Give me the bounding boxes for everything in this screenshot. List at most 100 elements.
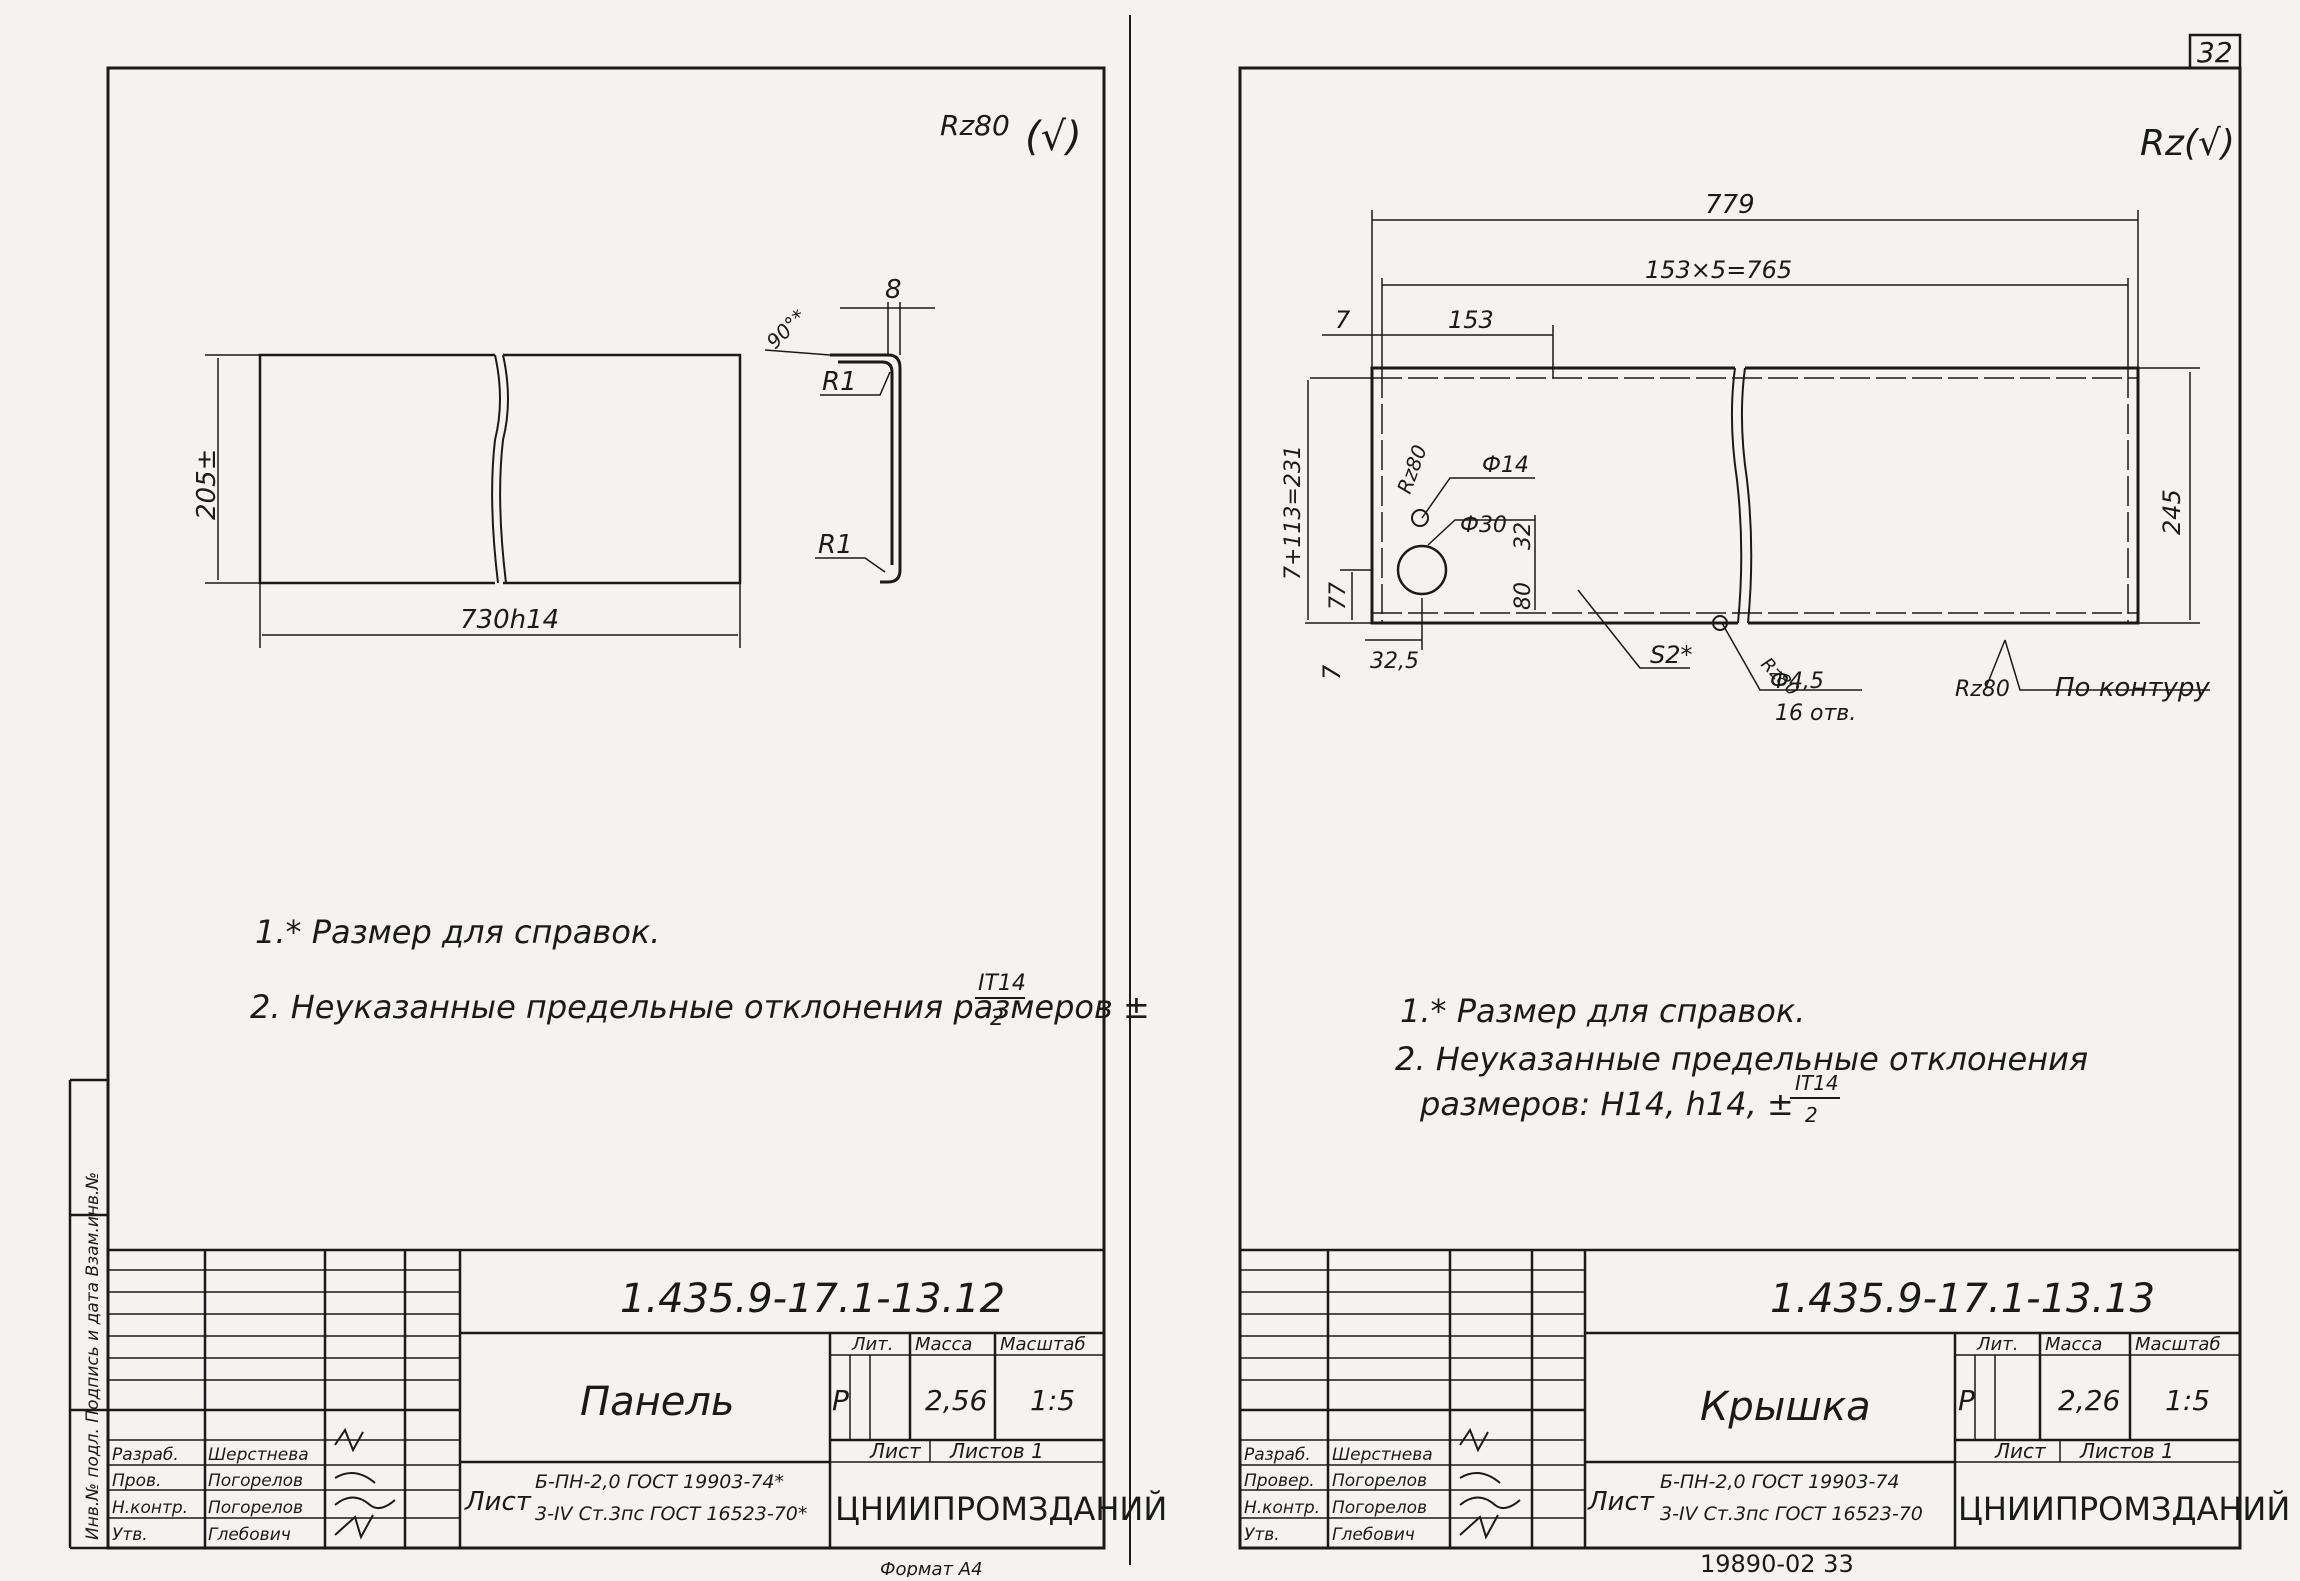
right-contour-note: По контуру (2055, 673, 2210, 703)
panel-view (205, 353, 742, 648)
page-number-box (2188, 33, 2242, 70)
right-holes-callout: Ф4,5 (1770, 669, 1824, 694)
left-dim-thickness: 8 (885, 275, 902, 305)
left-material-line-2: 3-IV Ст.3пс ГОСТ 16523-70* (535, 1503, 807, 1525)
right-note-2-line-2: размеров: H14, h14, ± (1419, 1085, 1794, 1123)
left-sig-name-4: Глебович (208, 1525, 291, 1545)
right-dim-height: 245 (2158, 489, 2186, 535)
page-number: 32 (2197, 36, 2233, 69)
right-signatures (1459, 1427, 1521, 1540)
left-sheet (68, 66, 1106, 1550)
right-sig-name-1: Шерстнева (1332, 1445, 1433, 1465)
right-dim-first: 153 (1448, 306, 1494, 334)
left-title-block (108, 1248, 1104, 1548)
right-dim-bottom-offset: 7 (1318, 664, 1346, 680)
left-side-stamp-text: Инв.№ подл. Подпись и дата Взам.инв.№ (83, 1172, 103, 1540)
right-note2-denominator: 2 (1805, 1103, 1818, 1127)
left-sig-role-4: Утв. (112, 1525, 148, 1545)
left-dim-width: 730h14 (460, 605, 559, 635)
right-note-1: 1.* Размер для справок. (1400, 992, 1805, 1030)
left-title: Панель (580, 1379, 735, 1425)
left-sig-name-3: Погорелов (208, 1498, 303, 1518)
right-document-code: 1.435.9-17.1-13.13 (1770, 1276, 2155, 1322)
left-angle: 90°* (762, 304, 811, 353)
left-bottom-text: Формат А4 (880, 1559, 983, 1577)
right-sig-name-2: Погорелов (1332, 1471, 1427, 1491)
left-roughness: Rz80 (940, 109, 1010, 142)
right-dim-hole-y: 77 (1326, 582, 1351, 610)
left-document-code: 1.435.9-17.1-13.12 (620, 1276, 1005, 1322)
right-material-line-2: 3-IV Ст.3пс ГОСТ 16523-70 (1660, 1503, 1923, 1525)
right-scale: 1:5 (2165, 1384, 2210, 1417)
right-organization: ЦНИИПРОМЗДАНИЙ (1958, 1490, 2290, 1528)
cover-view (1305, 210, 2210, 691)
left-sig-name-2: Погорелов (208, 1471, 303, 1491)
left-note2-denominator: 2 (990, 1006, 1004, 1031)
right-frame (1238, 66, 2242, 1550)
right-rz-hole: Rz80 (1392, 442, 1432, 497)
right-sheet-label: Лист (1994, 1439, 2047, 1463)
right-sheet (1238, 33, 2242, 1550)
left-mass: 2,56 (925, 1384, 987, 1417)
right-lit-header: Лит. (1976, 1334, 2018, 1355)
left-sig-role-3: Н.контр. (112, 1498, 188, 1518)
right-texts: 32 Rz(√) 779 153×5=765 153 7 7 32,5 245 … (1244, 36, 2290, 1578)
left-note-1: 1.* Размер для справок. (255, 913, 660, 951)
right-sig-role-3: Н.контр. (1244, 1498, 1320, 1518)
right-thickness-note: S2* (1650, 641, 1693, 669)
left-texts: Rz80 (√) 205± 730h14 8 90°* R1 R1 1.* Ра… (83, 109, 1167, 1580)
right-bottom-code: 19890-02 33 (1700, 1550, 1854, 1577)
left-roughness-check-icon: (√) (1025, 114, 1082, 160)
right-roughness: Rz(√) (2140, 123, 2235, 164)
right-scale-header: Масштаб (2135, 1334, 2221, 1355)
right-title: Крышка (1700, 1384, 1871, 1430)
left-sheet-label: Лист (869, 1439, 922, 1463)
right-material-line-1: Б-ПН-2,0 ГОСТ 19903-74 (1660, 1471, 1900, 1493)
right-hole-large: Ф30 (1460, 513, 1507, 538)
right-sig-name-4: Глебович (1332, 1525, 1415, 1545)
right-sig-role-2: Провер. (1244, 1471, 1315, 1491)
right-title-block (1240, 1248, 2240, 1548)
left-radius-top: R1 (822, 367, 857, 397)
left-radius-bottom: R1 (818, 530, 853, 560)
right-mass: 2,26 (2058, 1384, 2120, 1417)
right-note-2-line-1: 2. Неуказанные предельные отклонения (1395, 1040, 2088, 1078)
left-dim-height: 205± (192, 449, 222, 520)
left-sig-role-1: Разраб. (112, 1445, 179, 1465)
right-dim-hole-x: 32,5 (1370, 649, 1419, 674)
right-dim-left-offset: 7 (1335, 306, 1351, 334)
left-sheets-label: Листов 1 (949, 1439, 1044, 1463)
right-contour-rz: Rz80 (1955, 677, 2010, 702)
right-note2-numerator: IT14 (1795, 1071, 1839, 1095)
right-lit-value: Р (1958, 1384, 1975, 1417)
left-organization: ЦНИИПРОМЗДАНИЙ (835, 1490, 1167, 1528)
right-dim-80: 80 (1511, 582, 1536, 610)
left-sig-name-1: Шерстнева (208, 1445, 309, 1465)
panel-profile (764, 302, 935, 584)
left-mass-header: Масса (915, 1334, 972, 1355)
right-holes-count: 16 отв. (1775, 701, 1856, 726)
left-sig-role-2: Пров. (112, 1471, 161, 1491)
right-dim-total: 779 (1705, 190, 1755, 220)
right-sig-name-3: Погорелов (1332, 1498, 1427, 1518)
right-mass-header: Масса (2045, 1334, 2102, 1355)
right-sig-role-1: Разраб. (1244, 1445, 1311, 1465)
left-note2-numerator: IT14 (978, 971, 1026, 996)
left-material-line-1: Б-ПН-2,0 ГОСТ 19903-74* (535, 1471, 784, 1493)
left-side-stamp (68, 1078, 108, 1550)
left-lit-value: Р (832, 1384, 849, 1417)
left-material-label: Лист (464, 1487, 532, 1517)
right-sheets-label: Листов 1 (2079, 1439, 2174, 1463)
right-hole-small: Ф14 (1482, 453, 1529, 478)
right-dim-32: 32 (1511, 522, 1536, 550)
right-dim-pitch: 153×5=765 (1645, 256, 1792, 284)
right-material-label: Лист (1587, 1487, 1655, 1517)
left-note-2: 2. Неуказанные предельные отклонения раз… (250, 988, 1150, 1026)
left-scale-header: Масштаб (1000, 1334, 1086, 1355)
left-frame (106, 66, 1106, 1550)
left-scale: 1:5 (1030, 1384, 1075, 1417)
left-signatures (334, 1427, 396, 1540)
right-dim-left-height: 7+113=231 (1281, 445, 1306, 580)
left-lit-header: Лит. (851, 1334, 893, 1355)
